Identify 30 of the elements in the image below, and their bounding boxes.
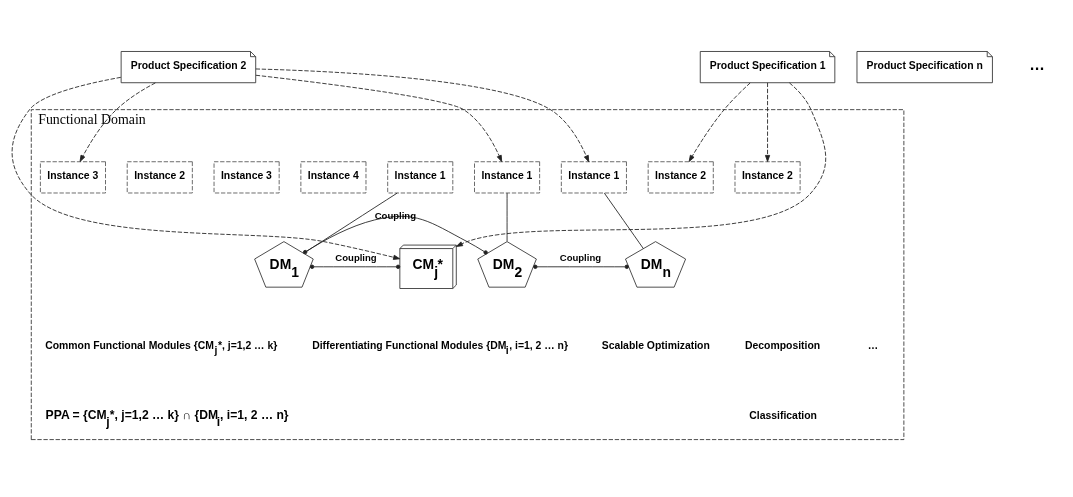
- arrow: [455, 81, 827, 247]
- connector: [603, 192, 644, 249]
- edge-label: Coupling: [559, 251, 602, 263]
- connector: [506, 192, 508, 242]
- node-box: Instance 1: [387, 160, 454, 193]
- arrow: [765, 81, 771, 162]
- label: Scalable Optimization: [601, 339, 710, 350]
- edge-label: Coupling: [374, 209, 417, 221]
- arrow: [79, 81, 156, 162]
- node-box: Instance 1: [474, 160, 541, 193]
- node-box: Instance 2: [734, 160, 801, 193]
- label: …: [867, 339, 879, 350]
- node-box: Instance 2: [647, 160, 714, 193]
- arrow: [255, 68, 590, 162]
- node-box: Instance 1: [560, 160, 627, 193]
- label: …: [1029, 55, 1045, 73]
- arrow: [255, 74, 503, 162]
- node-box: Instance 2: [126, 160, 193, 193]
- connector: [533, 264, 629, 269]
- connector: [303, 215, 488, 255]
- node-box: Instance 4: [300, 160, 367, 193]
- arrow: [688, 82, 751, 162]
- connector: [309, 264, 401, 269]
- label: Decomposition: [744, 339, 821, 350]
- arrow: [11, 76, 401, 260]
- node-box: Instance 3: [213, 160, 280, 193]
- edge-label: Coupling: [335, 251, 377, 263]
- node-box: Instance 3: [39, 160, 106, 193]
- label: Classification: [749, 409, 817, 421]
- connector: [303, 192, 398, 254]
